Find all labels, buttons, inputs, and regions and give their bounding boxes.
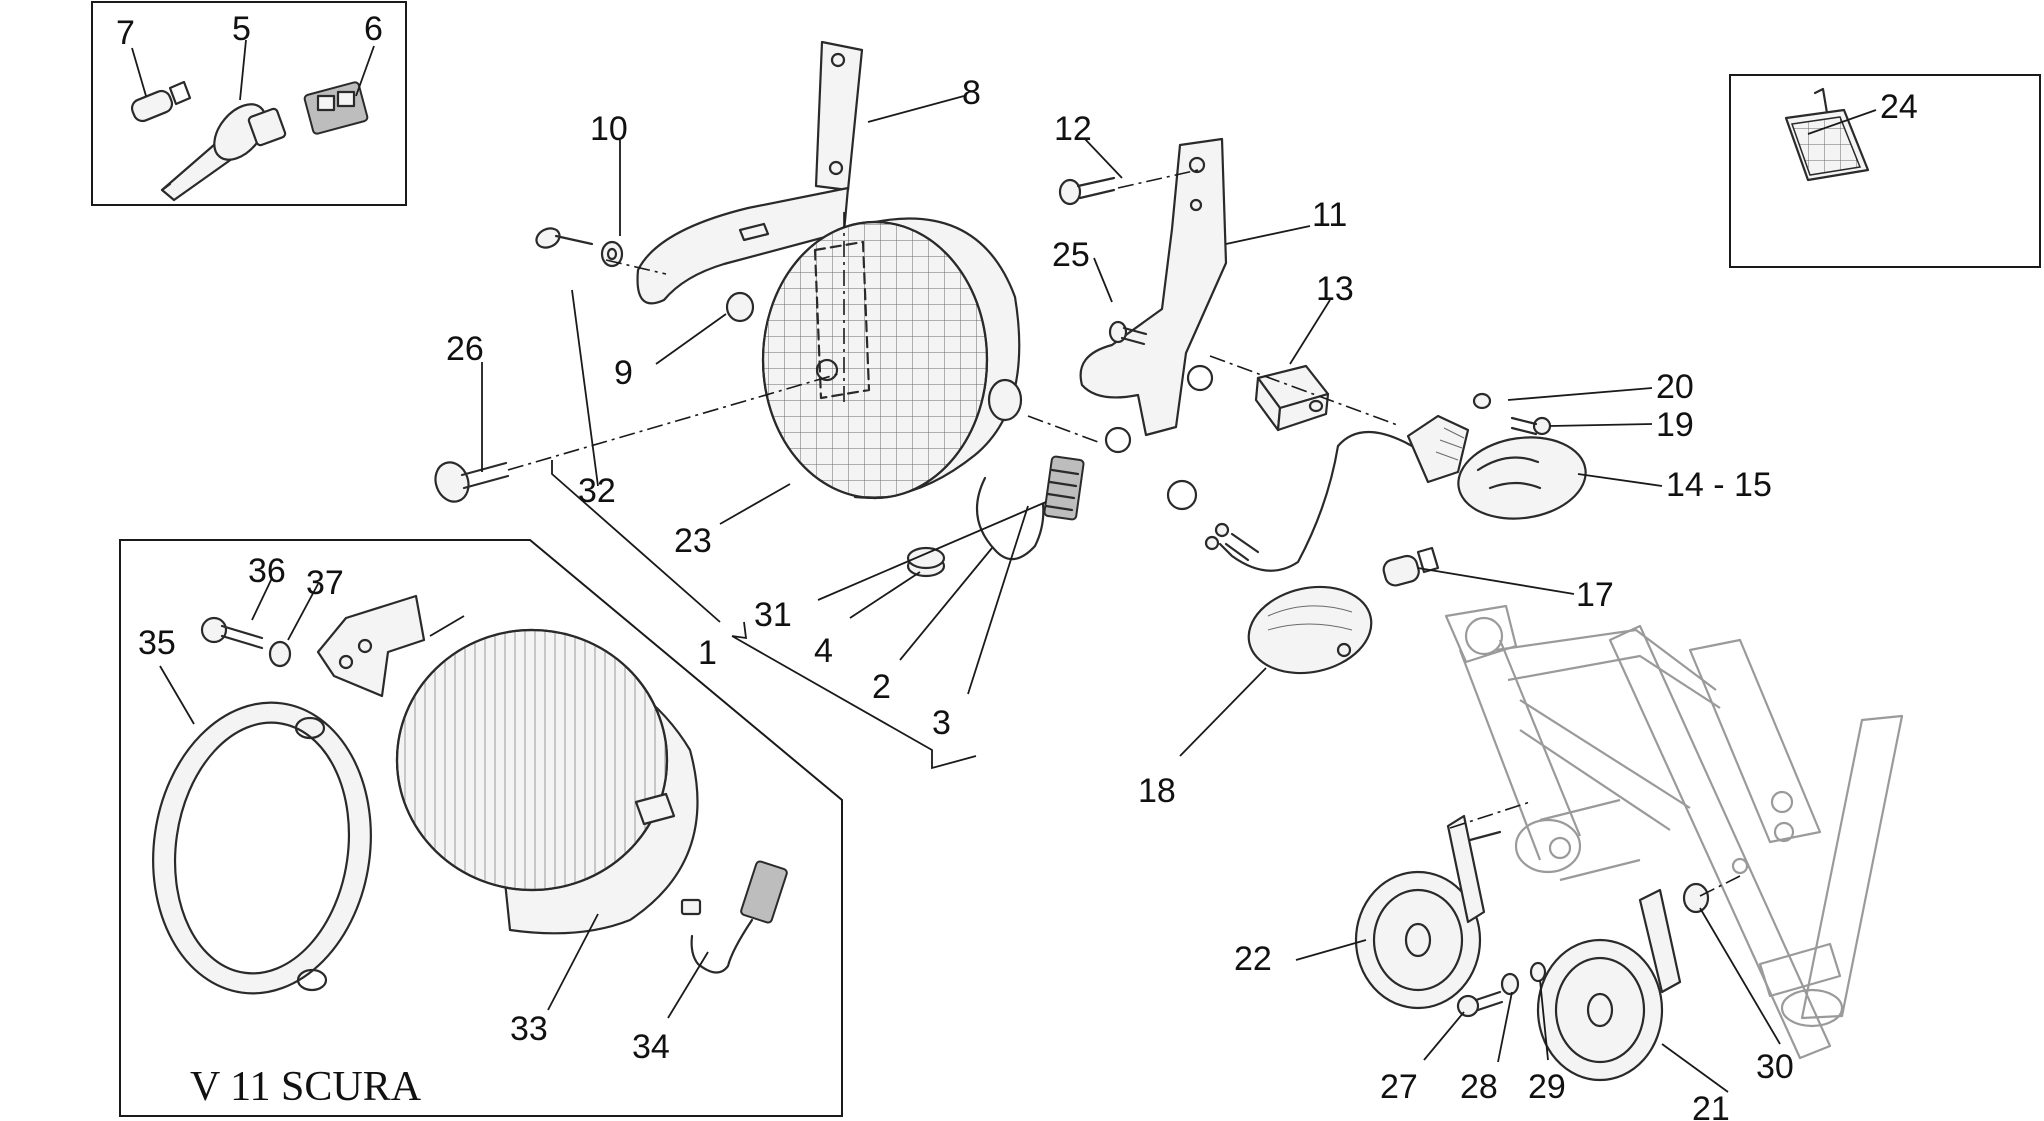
halogen-bulb-icon (160, 103, 287, 202)
screw-18 (1510, 416, 1552, 436)
rear-reflector-icon (1784, 87, 1870, 182)
callout-9: 9 (614, 354, 633, 392)
headlight-bracket-upper (636, 40, 864, 305)
callout-28: 29 (1528, 1068, 1566, 1106)
callout-1: 1 (698, 634, 717, 672)
callout-17: 18 (1138, 772, 1176, 810)
washer-36 (268, 640, 292, 668)
callout-32: 33 (510, 1010, 548, 1048)
callout-29: 30 (1756, 1048, 1794, 1086)
callout-12: 12 (1054, 110, 1092, 148)
callout-18: 19 (1656, 406, 1694, 444)
callout-23: 24 (1880, 88, 1918, 126)
bolt-24 (1108, 320, 1148, 346)
screw-19 (1472, 392, 1492, 410)
callout-35: 36 (248, 552, 286, 590)
callout-10: 10 (590, 110, 628, 148)
indicator-lens-17 (1247, 585, 1373, 675)
horn-21 (1354, 814, 1502, 1010)
callout-11: 11 (1312, 196, 1347, 234)
callout-31: 32 (578, 472, 616, 510)
callout-14-15: 14 - 15 (1666, 466, 1772, 504)
callout-21: 22 (1234, 940, 1272, 978)
callout-labels: 7 5 6 8 10 12 11 13 25 24 26 9 32 23 31 … (116, 10, 1918, 1121)
callout-33: 34 (632, 1028, 670, 1066)
indicator-bulb-16 (1382, 546, 1440, 587)
wiring-harness (975, 455, 1085, 561)
bulb-inset-box (91, 1, 407, 206)
spacer-13 (1254, 364, 1330, 432)
callout-16: 17 (1576, 576, 1614, 614)
leader-lines (131, 39, 1877, 1093)
callout-4: 4 (814, 632, 833, 670)
small-bulb-icon (130, 80, 192, 123)
callout-22: 23 (674, 522, 712, 560)
harness-33 (680, 860, 788, 974)
washer-29 (1682, 882, 1710, 914)
grommet-4 (906, 546, 946, 578)
inset-caption: V 11 SCURA (190, 1064, 422, 1110)
callout-30: 31 (754, 596, 792, 634)
washer-28 (1529, 961, 1547, 983)
callout-24: 25 (1052, 236, 1090, 274)
callout-3: 3 (932, 704, 951, 742)
callout-5: 5 (232, 10, 251, 48)
horn-20 (1536, 888, 1682, 1082)
trim-ring-34 (152, 701, 372, 995)
bracket-37 (316, 594, 426, 698)
callout-19: 20 (1656, 368, 1694, 406)
washer-27 (1500, 972, 1520, 996)
callout-27: 28 (1460, 1068, 1498, 1106)
bolt-25 (434, 461, 510, 503)
scura-variant-inset (119, 539, 843, 1117)
callout-25: 26 (446, 330, 484, 368)
callout-7: 7 (116, 14, 135, 52)
bulb-connector-icon (303, 81, 369, 135)
callout-26: 27 (1380, 1068, 1418, 1106)
callout-36: 37 (306, 564, 344, 602)
callout-20: 21 (1692, 1090, 1730, 1121)
callout-2: 2 (872, 668, 891, 706)
bolt-10 (535, 227, 624, 268)
headlight-bracket-side (1079, 137, 1228, 511)
headlamp-32 (395, 628, 699, 935)
callout-13: 13 (1316, 270, 1354, 308)
nut-9 (725, 291, 755, 323)
bolt-35 (200, 616, 264, 650)
reflector-inset-box (1729, 74, 2041, 268)
bolt-12 (1058, 176, 1116, 206)
callout-34: 35 (138, 624, 176, 662)
motorcycle-frame (1444, 604, 1904, 1060)
group-bracket-1 (551, 460, 977, 770)
callout-8: 8 (962, 74, 981, 112)
turn-indicator (1204, 414, 1587, 572)
headlight-main (761, 217, 1023, 500)
callout-6: 6 (364, 10, 383, 48)
horn-bolt-26 (1456, 990, 1504, 1018)
